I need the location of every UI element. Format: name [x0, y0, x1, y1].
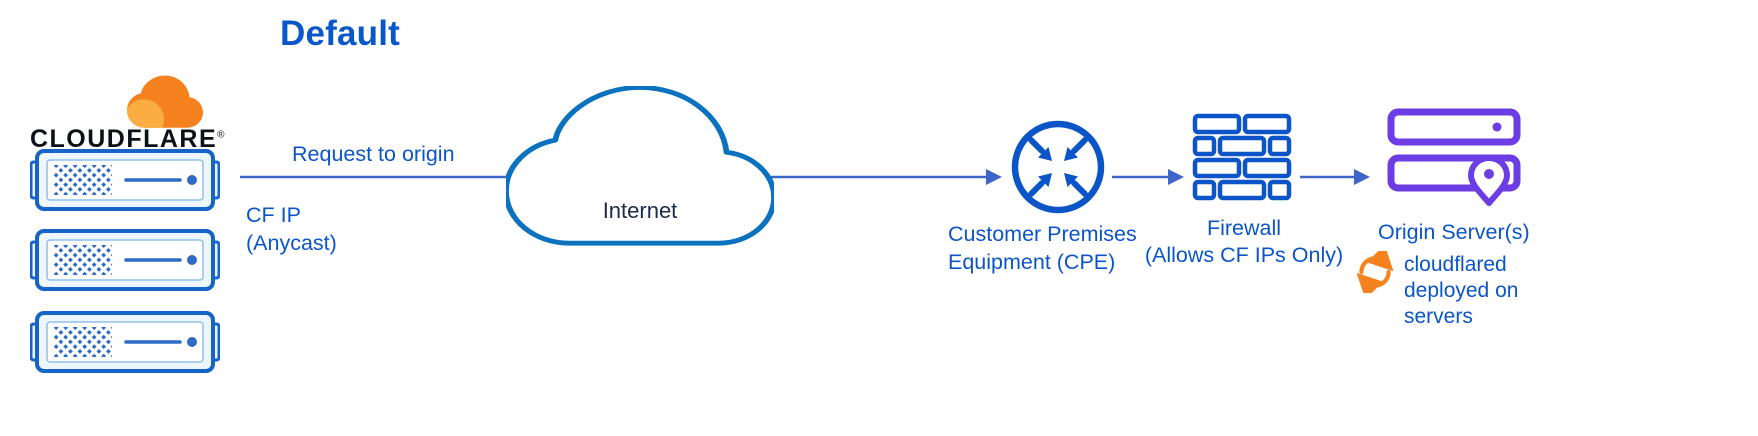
internet-label: Internet — [602, 198, 678, 223]
cloudflared-sync-icon — [1356, 251, 1394, 293]
origin-server-label: Origin Server(s) — [1378, 220, 1530, 244]
cloudflare-edge-server-icon — [30, 149, 220, 211]
cloudflare-logo-icon — [127, 75, 203, 128]
diagram-title: Default — [280, 14, 401, 53]
firewall-label: Firewall (Allows CF IPs Only) — [1144, 216, 1344, 267]
cpe-router-icon — [1011, 120, 1105, 214]
cpe-label: Customer Premises Equipment (CPE) — [948, 222, 1137, 274]
firewall-brick-icon — [1192, 113, 1292, 201]
registered-mark: ® — [217, 129, 227, 141]
origin-server-icon — [1387, 108, 1521, 206]
cloudflare-wordmark-text: CLOUDFLARE — [29, 125, 218, 153]
location-pin-icon — [1468, 155, 1510, 206]
cloudflare-wordmark: CLOUDFLARE® — [26, 125, 230, 154]
cloudflare-edge-server-icon — [30, 311, 220, 373]
cf-ip-anycast-label: CF IP (Anycast) — [246, 203, 337, 255]
cloudflare-edge-server-icon — [30, 229, 220, 291]
request-to-origin-label: Request to origin — [292, 142, 455, 166]
internet-cloud-icon — [506, 86, 774, 246]
cloudflared-note-label: cloudflared deployed on servers — [1404, 253, 1519, 328]
